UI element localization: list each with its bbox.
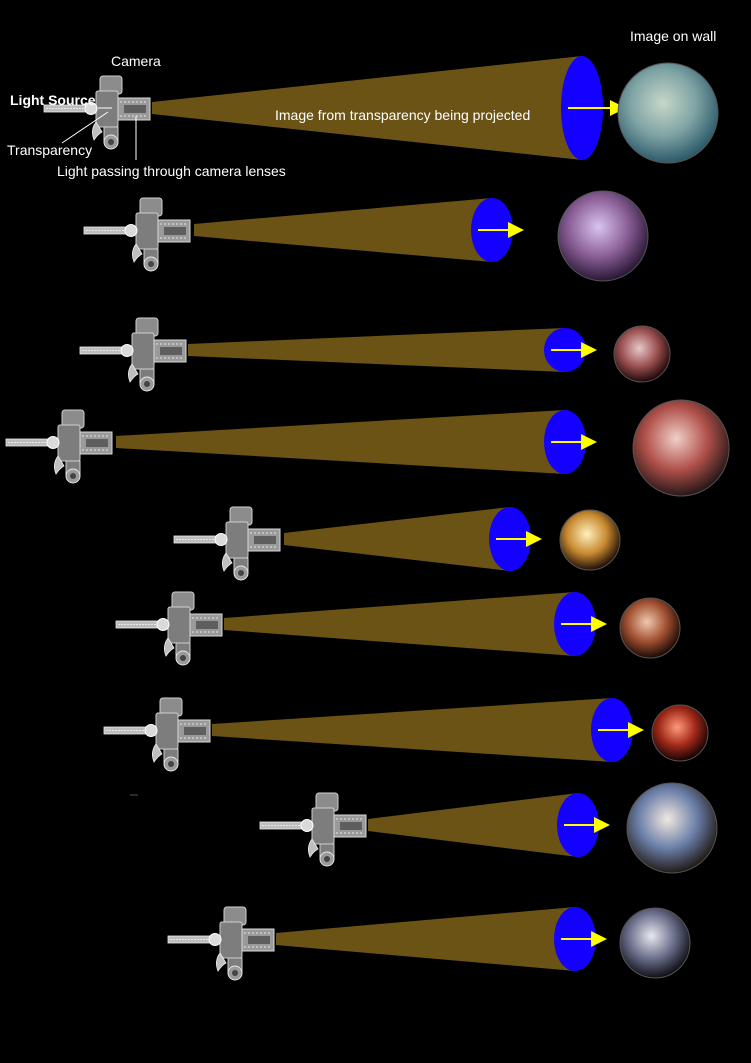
light-beam <box>224 592 575 656</box>
camera-projector-icon <box>83 197 191 272</box>
light-source-label: Light Source <box>10 92 96 108</box>
wall-image-photo <box>617 62 719 164</box>
projection-5 <box>173 506 621 581</box>
light-beam <box>116 410 565 474</box>
wall-image-photo <box>613 325 671 383</box>
wall-image-photo <box>619 907 691 979</box>
camera-projector-icon <box>173 506 281 581</box>
main-projection <box>43 56 719 164</box>
transparency-label: Transparency <box>7 142 93 158</box>
projection-4 <box>5 399 730 497</box>
wall-image-photo <box>651 704 709 762</box>
projection-3 <box>79 317 671 392</box>
camera-projector-icon <box>79 317 187 392</box>
annotation-pointers <box>61 107 138 796</box>
light-beam <box>276 907 575 971</box>
projection-7 <box>103 697 709 772</box>
camera-projector-icon <box>43 75 151 150</box>
light-passing-label: Light passing through camera lenses <box>57 163 286 179</box>
wall-image-photo <box>619 597 681 659</box>
transparency-pointer <box>61 111 109 144</box>
light-beam <box>188 328 565 372</box>
light-beam <box>284 507 510 571</box>
projection-6 <box>115 591 681 666</box>
wall-image-photo <box>559 509 621 571</box>
light-beam <box>212 698 612 762</box>
camera-projector-icon <box>167 906 275 981</box>
image-on-wall-label: Image on wall <box>630 28 717 44</box>
wall-image-photo <box>632 399 730 497</box>
camera-projector-icon <box>115 591 223 666</box>
projection-2 <box>83 190 649 282</box>
light-beam <box>368 793 578 857</box>
wall-image-photo <box>626 782 718 874</box>
camera-projector-icon <box>103 697 211 772</box>
camera-projector-icon <box>5 409 113 484</box>
light-beam <box>152 56 582 160</box>
light-beam <box>194 198 492 262</box>
wall-image-photo <box>557 190 649 282</box>
image-projected-label: Image from transparency being projected <box>275 107 531 123</box>
camera-projector-icon <box>259 792 367 867</box>
projection-8 <box>259 782 718 874</box>
camera-label: Camera <box>111 53 161 69</box>
projection-9 <box>167 906 691 981</box>
